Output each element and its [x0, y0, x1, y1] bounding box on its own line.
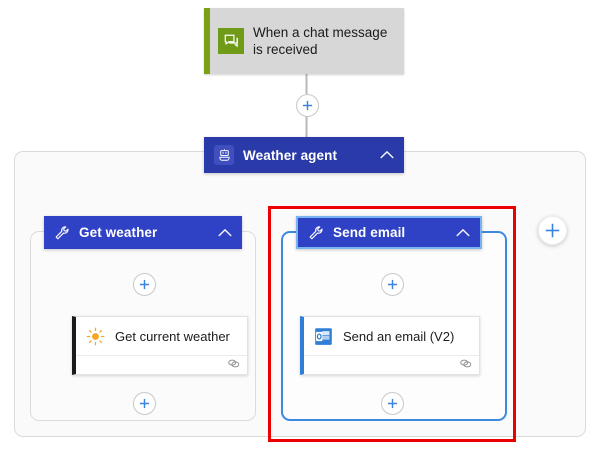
add-step-button-get-weather-top[interactable] — [133, 273, 156, 296]
add-step-button-get-weather-bottom[interactable] — [133, 392, 156, 415]
outlook-icon — [312, 325, 334, 347]
action-card-body: Send an email (V2) — [304, 317, 479, 355]
tool-node-label: Send email — [333, 225, 406, 240]
chevron-up-icon[interactable] — [380, 146, 394, 164]
sun-icon — [84, 325, 106, 347]
agent-node-label: Weather agent — [243, 147, 338, 163]
chevron-up-icon[interactable] — [456, 224, 470, 242]
tool-node-label: Get weather — [79, 225, 158, 240]
add-action-button[interactable] — [538, 216, 567, 245]
trigger-node-chat-message[interactable]: When a chat message is received — [204, 8, 404, 74]
chevron-up-icon[interactable] — [218, 224, 232, 242]
action-card-footer — [76, 355, 247, 375]
add-step-button-send-email-bottom[interactable] — [381, 392, 404, 415]
tool-node-get-weather[interactable]: Get weather — [44, 216, 242, 249]
add-step-button-after-trigger[interactable] — [296, 94, 319, 117]
add-step-button-send-email-top[interactable] — [381, 273, 404, 296]
action-card-get-current-weather[interactable]: Get current weather — [72, 316, 248, 375]
annotation-rectangle-send-email — [268, 206, 516, 442]
action-card-body: Get current weather — [76, 317, 247, 355]
action-card-label: Send an email (V2) — [343, 328, 455, 344]
robot-icon — [214, 145, 234, 165]
connector-link-icon[interactable] — [459, 357, 472, 375]
wrench-icon — [54, 225, 70, 241]
action-card-label: Get current weather — [115, 328, 230, 344]
agent-node-weather-agent[interactable]: Weather agent — [204, 137, 404, 173]
chat-bubbles-icon — [218, 28, 244, 54]
action-card-send-an-email[interactable]: Send an email (V2) — [300, 316, 480, 375]
trigger-label: When a chat message is received — [253, 25, 388, 57]
connector-link-icon[interactable] — [227, 357, 240, 375]
action-card-footer — [304, 355, 479, 375]
tool-node-send-email[interactable]: Send email — [296, 216, 482, 249]
wrench-icon — [308, 225, 324, 241]
